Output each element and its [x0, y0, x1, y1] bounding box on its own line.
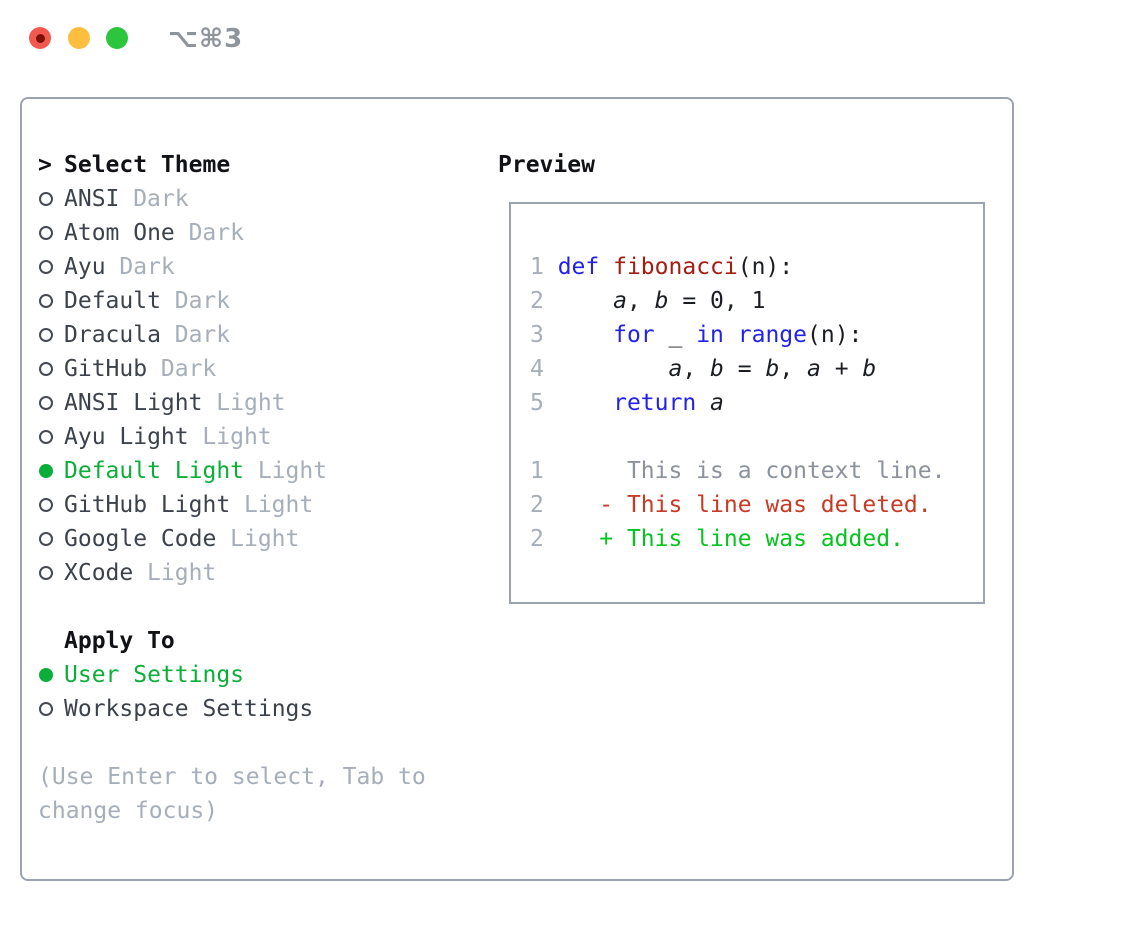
- focus-pointer-icon: >: [38, 152, 52, 178]
- radio-unselected-icon: [38, 182, 64, 216]
- option-label: Dracula: [64, 322, 161, 348]
- theme-option-atom-one[interactable]: Atom One Dark: [38, 216, 488, 250]
- apply-option-workspace-settings[interactable]: Workspace Settings: [38, 692, 488, 726]
- code-line: 4 a, b = b, a + b: [530, 356, 877, 382]
- option-label: ANSI: [64, 186, 120, 212]
- line-number: 4: [530, 356, 558, 382]
- option-variant-tag: Dark: [119, 254, 175, 280]
- option-variant-tag: Light: [202, 424, 272, 450]
- option-variant-tag: Dark: [160, 356, 217, 382]
- option-label: Ayu Light: [64, 424, 189, 450]
- option-variant-tag: Dark: [188, 220, 244, 246]
- radio-unselected-icon: [38, 386, 64, 420]
- option-variant-tag: Dark: [174, 288, 231, 314]
- apply-to-title: Apply To: [64, 628, 175, 654]
- radio-unselected-icon: [38, 216, 64, 250]
- radio-unselected-icon: [38, 522, 64, 556]
- radio-unselected-icon: [38, 692, 64, 726]
- minimize-button[interactable]: [68, 27, 90, 49]
- code-blank-line: [530, 420, 983, 454]
- code-line: 3 for _ in range(n):: [530, 322, 863, 348]
- line-number: 3: [530, 322, 558, 348]
- apply-to-header: Apply To: [38, 624, 488, 658]
- code-line: 2 a, b = 0, 1: [530, 288, 766, 314]
- title-bar: ⌥⌘3: [0, 0, 1140, 97]
- radio-unselected-icon: [38, 420, 64, 454]
- option-variant-tag: Dark: [174, 322, 231, 348]
- close-dot-icon: [35, 33, 45, 43]
- apply-to-marker-space: [38, 624, 64, 658]
- option-label: Google Code: [64, 526, 217, 552]
- theme-option-google-code[interactable]: Google Code Light: [38, 522, 488, 556]
- radio-unselected-icon: [38, 556, 64, 590]
- window-title: ⌥⌘3: [168, 24, 244, 54]
- preview-code-box: 1 def fibonacci(n): 2 a, b = 0, 1 3 for _ …: [509, 202, 985, 604]
- line-number: 5: [530, 390, 558, 416]
- radio-unselected-icon: [38, 284, 64, 318]
- theme-list-title: Select Theme: [64, 152, 231, 178]
- help-text: (Use Enter to select, Tab to change focu…: [38, 764, 426, 824]
- line-number: 2: [530, 492, 558, 518]
- code-line: 1 This is a context line.: [530, 458, 946, 484]
- radio-selected-icon: [38, 658, 64, 692]
- option-label: Ayu: [64, 254, 106, 280]
- theme-option-default[interactable]: Default Dark: [38, 284, 488, 318]
- code-line: 2 + This line was added.: [530, 526, 904, 552]
- theme-option-ansi-light[interactable]: ANSI Light Light: [38, 386, 488, 420]
- theme-option-default-light[interactable]: Default Light Light: [38, 454, 488, 488]
- option-variant-tag: Light: [243, 492, 314, 518]
- theme-option-github-light[interactable]: GitHub Light Light: [38, 488, 488, 522]
- option-variant-tag: Light: [230, 526, 300, 552]
- spacer: [38, 726, 488, 760]
- option-variant-tag: Light: [257, 458, 328, 484]
- apply-option-user-settings[interactable]: User Settings: [38, 658, 488, 692]
- code-line: 1 def fibonacci(n):: [530, 254, 794, 280]
- option-label: ANSI Light: [64, 390, 203, 416]
- theme-option-dracula[interactable]: Dracula Dark: [38, 318, 488, 352]
- code-line: 2 - This line was deleted.: [530, 492, 932, 518]
- theme-option-ayu-light[interactable]: Ayu Light Light: [38, 420, 488, 454]
- option-variant-tag: Light: [147, 560, 217, 586]
- option-label: User Settings: [64, 662, 245, 688]
- option-label: Default Light: [64, 458, 245, 484]
- option-label: GitHub: [64, 356, 148, 382]
- option-label: Atom One: [64, 220, 175, 246]
- option-label: Workspace Settings: [64, 696, 314, 722]
- theme-list-header: > Select Theme: [38, 148, 488, 182]
- line-number: 2: [530, 288, 558, 314]
- radio-selected-icon: [38, 454, 64, 488]
- theme-option-xcode[interactable]: XCode Light: [38, 556, 488, 590]
- option-label: GitHub Light: [64, 492, 231, 518]
- option-variant-tag: Light: [216, 390, 286, 416]
- option-label: XCode: [64, 560, 134, 586]
- option-variant-tag: Dark: [133, 186, 189, 212]
- theme-option-github[interactable]: GitHub Dark: [38, 352, 488, 386]
- line-number: 1: [530, 458, 558, 484]
- radio-unselected-icon: [38, 250, 64, 284]
- close-button[interactable]: [29, 27, 51, 49]
- zoom-button[interactable]: [106, 27, 128, 49]
- code-line: 5 return a: [530, 390, 724, 416]
- theme-option-ansi[interactable]: ANSI Dark: [38, 182, 488, 216]
- radio-unselected-icon: [38, 488, 64, 522]
- radio-unselected-icon: [38, 318, 64, 352]
- radio-unselected-icon: [38, 352, 64, 386]
- theme-option-ayu[interactable]: Ayu Dark: [38, 250, 488, 284]
- preview-title: Preview: [498, 152, 595, 178]
- line-number: 2: [530, 526, 558, 552]
- option-label: Default: [64, 288, 161, 314]
- spacer: [38, 590, 488, 624]
- line-number: 1: [530, 254, 558, 280]
